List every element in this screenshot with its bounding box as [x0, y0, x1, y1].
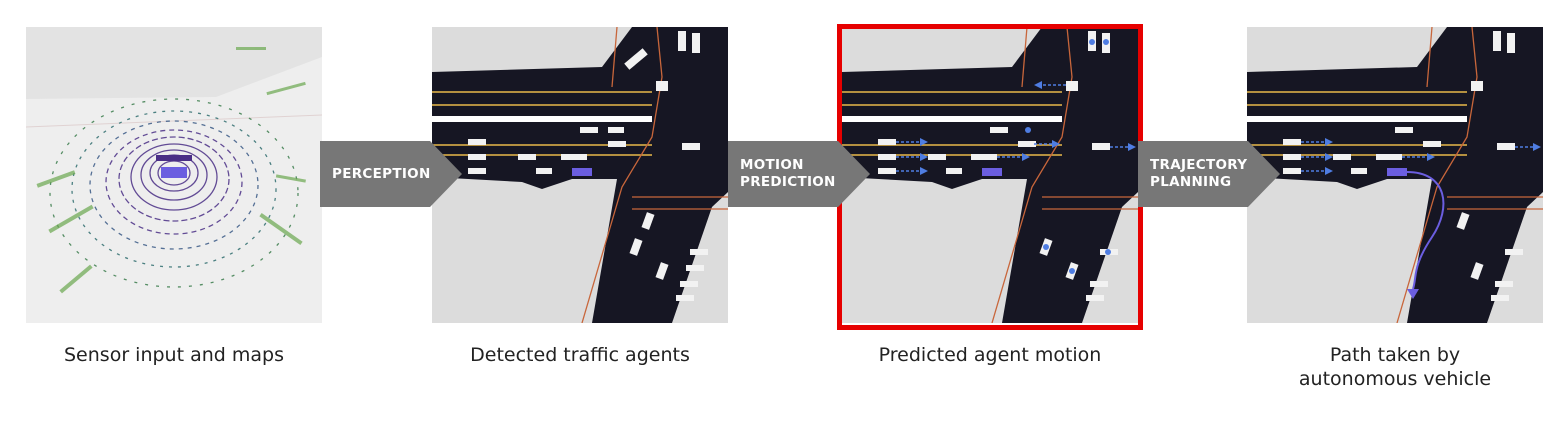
- motion-prediction-label-line-2: PREDICTION: [740, 174, 836, 190]
- trajectory-planning-label-line-1: TRAJECTORY: [1150, 157, 1248, 173]
- motion-prediction-label-line-1: MOTION: [740, 157, 804, 173]
- caption-detected-agents: Detected traffic agents: [470, 344, 690, 366]
- motion-prediction-arrow: MOTION PREDICTION: [728, 141, 870, 207]
- detected-agents-image: [432, 27, 728, 323]
- motion-prediction-arrow-shape: [728, 141, 870, 207]
- perception-label: PERCEPTION: [332, 141, 431, 207]
- prediction-map-graphic: [842, 27, 1138, 323]
- trajectory-planning-arrow-shape: [1138, 141, 1280, 207]
- sensor-input-image: [26, 27, 322, 323]
- caption-path-taken: Path taken by autonomous vehicle: [1298, 344, 1492, 390]
- planned-path-image: [1247, 27, 1543, 323]
- intersection-map-graphic: [432, 27, 728, 323]
- trajectory-planning-label: TRAJECTORY PLANNING: [1150, 141, 1247, 207]
- perception-arrow: PERCEPTION: [320, 141, 462, 207]
- perception-label-line: PERCEPTION: [332, 165, 431, 182]
- motion-prediction-label: MOTION PREDICTION: [740, 141, 836, 207]
- trajectory-planning-arrow: TRAJECTORY PLANNING: [1138, 141, 1280, 207]
- caption-sensor-input: Sensor input and maps: [64, 344, 284, 366]
- predicted-motion-image: [842, 27, 1138, 323]
- planning-map-graphic: [1247, 27, 1543, 323]
- trajectory-planning-label-line-2: PLANNING: [1150, 174, 1232, 190]
- perception-arrow-shape: [320, 141, 462, 207]
- caption-predicted-motion: Predicted agent motion: [878, 344, 1102, 366]
- lidar-scan-graphic: [26, 27, 322, 323]
